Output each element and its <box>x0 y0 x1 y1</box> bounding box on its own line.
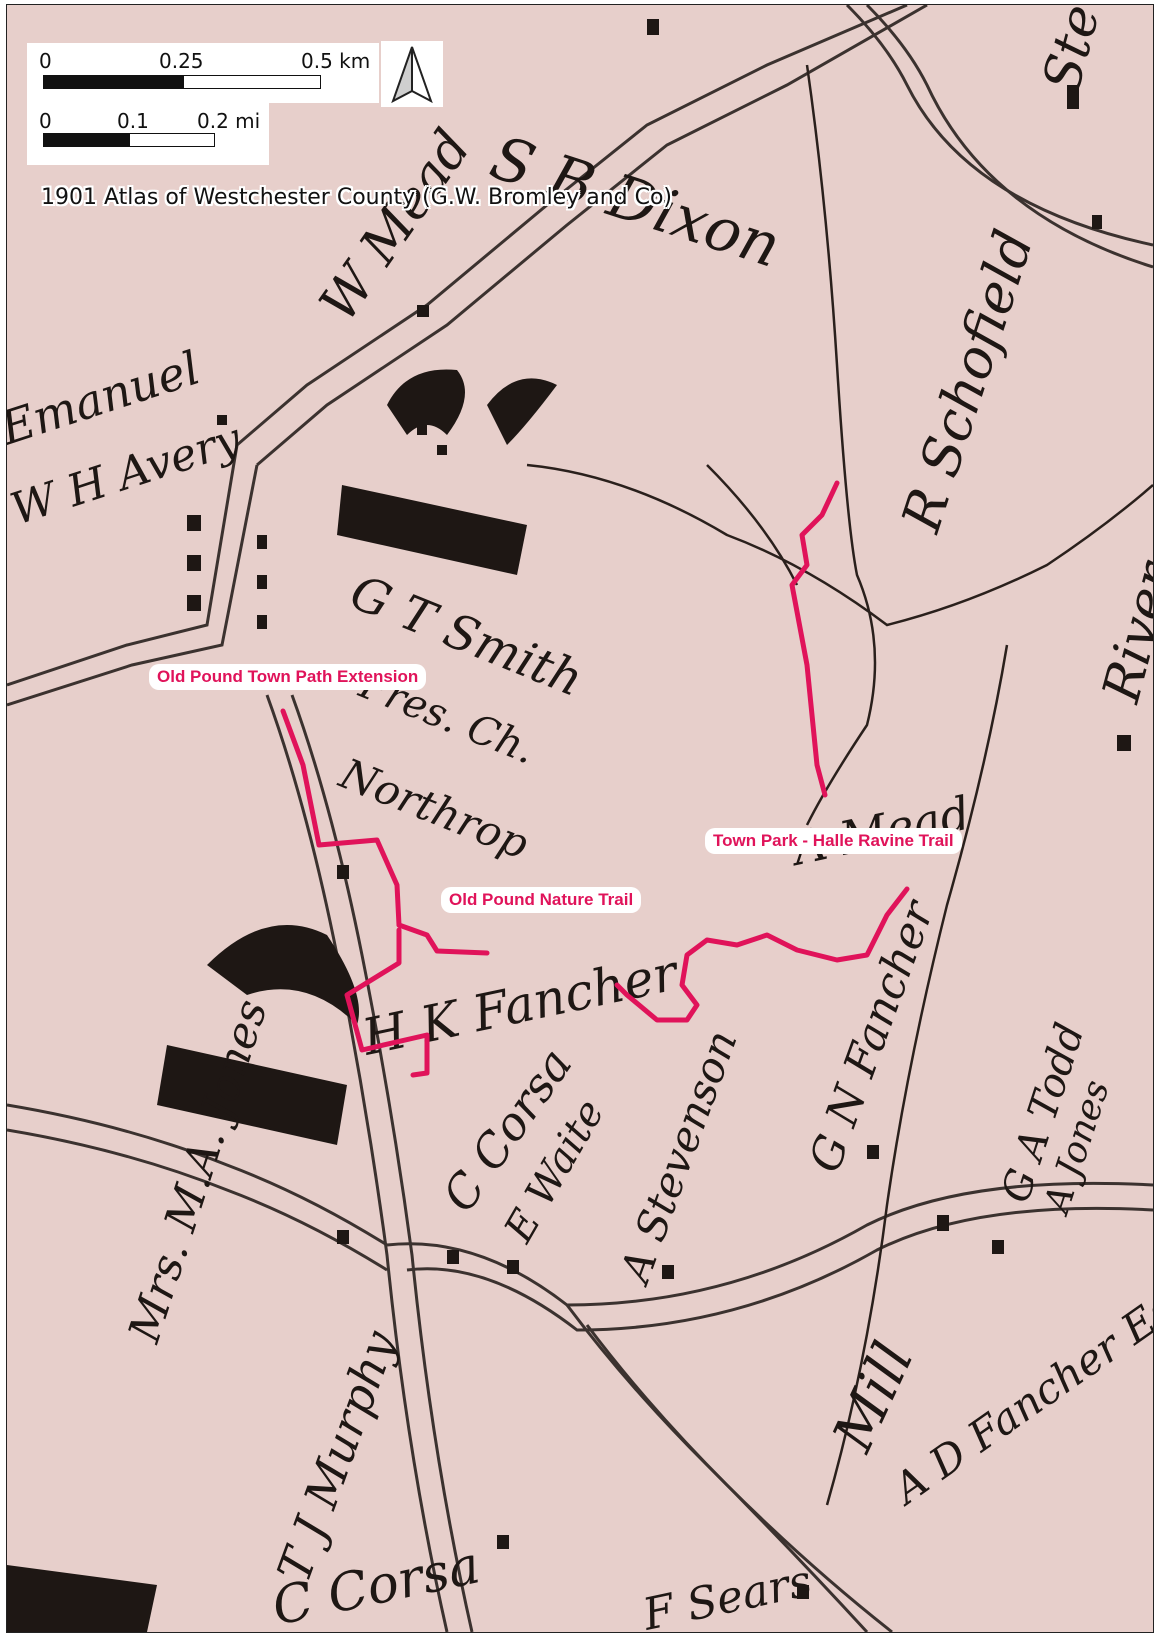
svg-text:Northrop: Northrop <box>332 748 535 868</box>
scale-km-bar-white <box>183 75 321 89</box>
scale-mi-tick-mid: 0.1 <box>117 109 149 133</box>
svg-text:T J Murphy: T J Murphy <box>267 1323 408 1589</box>
scale-bar-mi: 0 0.1 0.2 mi <box>27 103 269 165</box>
svg-text:Mill: Mill <box>820 1333 926 1462</box>
scale-mi-tick-0: 0 <box>39 109 52 133</box>
svg-text:River: River <box>1091 554 1153 710</box>
svg-text:Stevens: Stevens <box>1032 5 1144 98</box>
historic-map[interactable]: S B Dixon W Mead R Schofield G T Smith P… <box>6 4 1154 1633</box>
basemap-1901-atlas: S B Dixon W Mead R Schofield G T Smith P… <box>7 5 1153 1632</box>
scale-bar-km: 0 0.25 0.5 km <box>27 43 379 103</box>
svg-text:G N Fancher: G N Fancher <box>799 892 945 1179</box>
scale-mi-bar-white <box>129 133 215 147</box>
svg-text:A D Fancher Est: A D Fancher Est <box>881 1274 1153 1516</box>
trail-label-town-path-extension[interactable]: Old Pound Town Path Extension <box>149 664 427 690</box>
scale-mi-tick-end: 0.2 mi <box>197 109 261 133</box>
scale-km-bar-black <box>43 75 183 89</box>
svg-text:W Mead: W Mead <box>308 119 482 332</box>
atlas-credit: 1901 Atlas of Westchester County (G.W. B… <box>41 185 673 210</box>
svg-text:F Sears: F Sears <box>638 1555 816 1632</box>
trail-old-pound-town-path-extension <box>280 708 402 928</box>
north-arrow-icon <box>391 46 433 104</box>
atlas-lettering: S B Dixon W Mead R Schofield G T Smith P… <box>7 5 1153 1632</box>
scale-km-tick-mid: 0.25 <box>159 49 204 73</box>
streams <box>526 64 1153 1506</box>
svg-text:Mrs. M.A. Jones: Mrs. M.A. Jones <box>119 994 278 1350</box>
trail-old-pound-nature-trail <box>344 922 490 1078</box>
terrain-marks <box>7 369 557 1632</box>
scale-mi-bar-black <box>43 133 129 147</box>
svg-text:R Schofield: R Schofield <box>889 223 1046 540</box>
trail-overlays <box>280 480 910 1078</box>
trail-label-halle-ravine[interactable]: Town Park - Halle Ravine Trail <box>705 828 962 854</box>
svg-text:A Stevenson: A Stevenson <box>609 1024 747 1292</box>
road-network <box>7 5 1153 1632</box>
building-markers <box>187 19 1131 1599</box>
scale-km-tick-end: 0.5 km <box>301 49 371 73</box>
north-arrow-box <box>381 41 443 107</box>
scale-km-tick-0: 0 <box>39 49 52 73</box>
trail-label-nature-trail[interactable]: Old Pound Nature Trail <box>441 887 642 913</box>
trail-town-park-halle-ravine <box>614 480 910 1023</box>
